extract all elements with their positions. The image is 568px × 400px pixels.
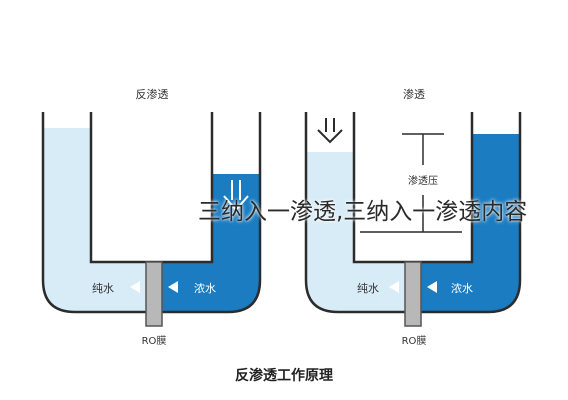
right-pure-water-column (306, 152, 354, 262)
left-pressure-arrow-icon (223, 180, 249, 212)
left-top-label: 反渗透 (136, 87, 169, 101)
right-u-tube: 渗透 渗透压 纯水 浓水 RO膜 (304, 87, 522, 347)
right-pure-water-bottom (306, 262, 405, 312)
right-concentrate-column (472, 134, 520, 264)
left-pure-water-column (43, 128, 91, 262)
left-membrane-label: RO膜 (142, 335, 167, 347)
right-top-label: 渗透 (403, 87, 425, 101)
left-ro-membrane (145, 261, 163, 327)
right-flow-arrow-icon (389, 281, 399, 293)
left-u-tube: 反渗透 纯水 浓水 RO膜 (41, 87, 262, 347)
right-pure-water-label: 纯水 (357, 282, 379, 295)
left-concentrate-column (212, 174, 260, 264)
right-pressure-bracket (360, 133, 462, 233)
left-flow-arrow-icon-2 (168, 281, 178, 293)
right-concentrate-bottom (421, 262, 520, 312)
right-pressure-label: 渗透压 (408, 174, 438, 187)
right-flow-arrow-icon-2 (427, 281, 437, 293)
right-membrane-label: RO膜 (402, 335, 427, 347)
left-flow-arrow-icon (130, 281, 140, 293)
left-concentrate-bottom (162, 262, 260, 312)
right-concentrate-label: 浓水 (451, 282, 473, 295)
right-pressure-arrow-icon (317, 118, 343, 144)
left-concentrate-label: 浓水 (194, 282, 216, 295)
left-tube-inner-wall (89, 112, 214, 264)
left-pure-water-label: 纯水 (92, 282, 114, 295)
left-pure-water-bottom (43, 262, 146, 312)
diagram-caption: 反渗透工作原理 (235, 367, 333, 384)
right-ro-membrane (404, 261, 422, 327)
watermark-overlay-text: 三纳入一渗透,三纳入一渗透内容 (198, 199, 528, 225)
